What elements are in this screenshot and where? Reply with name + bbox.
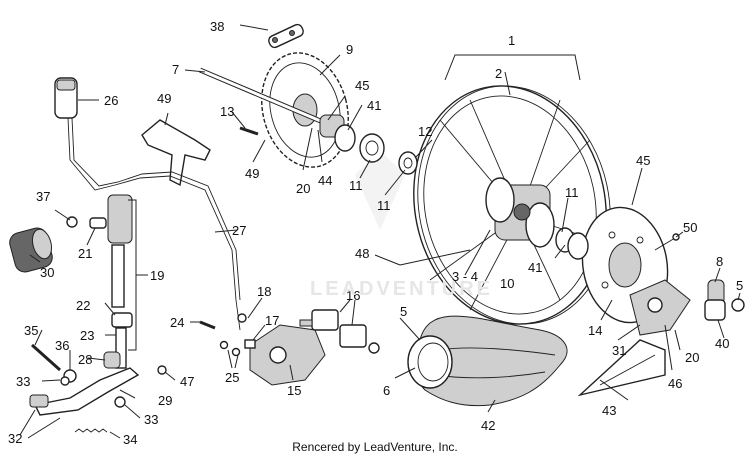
callout-28: 28 xyxy=(78,352,92,367)
callout-20-bracket: 20 xyxy=(685,350,699,365)
render-credit: Rencered by LeadVenture, Inc. xyxy=(292,440,458,454)
bearing-11-hub xyxy=(567,232,589,260)
washer-33-right xyxy=(114,396,126,408)
callout-35: 35 xyxy=(24,323,38,338)
callout-34: 34 xyxy=(123,432,137,447)
callout-18: 18 xyxy=(257,284,271,299)
callout-42: 42 xyxy=(481,418,495,433)
callout-5-nut: 5 xyxy=(736,278,743,293)
brake-pads-16 xyxy=(299,309,367,348)
callout-48: 48 xyxy=(355,246,369,261)
callout-38: 38 xyxy=(210,19,224,34)
callout-40: 40 xyxy=(715,336,729,351)
callout-11-c: 11 xyxy=(565,185,579,200)
callout-46: 46 xyxy=(668,376,682,391)
callout-9: 9 xyxy=(346,42,353,57)
callout-44: 44 xyxy=(318,173,332,188)
callout-26: 26 xyxy=(104,93,118,108)
callout-10: 10 xyxy=(500,276,514,291)
bolt-21 xyxy=(89,217,107,229)
leader-lines xyxy=(19,24,741,439)
callout-45-sprocket: 45 xyxy=(355,78,369,93)
callout-2: 2 xyxy=(495,66,502,81)
callout-12: 12 xyxy=(418,124,432,139)
callout-17: 17 xyxy=(265,313,279,328)
callout-22: 22 xyxy=(76,298,90,313)
callout-20-sprocket: 20 xyxy=(296,181,310,196)
callout-47: 47 xyxy=(180,374,194,389)
clevis-22 xyxy=(111,312,133,328)
callout-49-guard: 49 xyxy=(157,91,171,106)
callout-11-b: 11 xyxy=(377,198,391,213)
callout-21: 21 xyxy=(78,246,92,261)
callout-45-disc: 45 xyxy=(636,153,650,168)
washer-33-left xyxy=(60,376,70,386)
pedal-boot xyxy=(9,227,53,273)
watermark-logo xyxy=(355,150,405,230)
callout-41-hub: 41 xyxy=(528,260,542,275)
callout-13: 13 xyxy=(220,104,234,119)
callout-15: 15 xyxy=(287,383,301,398)
callout-29: 29 xyxy=(158,393,172,408)
banjo-bolt-24 xyxy=(199,320,216,330)
callout-25: 25 xyxy=(225,370,239,385)
callout-33-left: 33 xyxy=(16,374,30,389)
callout-7: 7 xyxy=(172,62,179,77)
pivot-28 xyxy=(103,351,121,369)
bolt-13 xyxy=(239,126,259,136)
callout-27: 27 xyxy=(232,223,246,238)
callout-19: 19 xyxy=(150,268,164,283)
brake-reservoir xyxy=(54,77,78,119)
axle-nut-40 xyxy=(704,299,726,321)
rear-axle xyxy=(199,67,331,128)
spoke-nipple-48 xyxy=(399,249,471,266)
axle-nut-5 xyxy=(731,298,745,312)
callout-8: 8 xyxy=(716,254,723,269)
callout-23: 23 xyxy=(80,328,94,343)
brake-pedal xyxy=(29,367,140,416)
callout-1: 1 xyxy=(508,33,515,48)
callout-11-a: 11 xyxy=(349,178,363,193)
callout-30: 30 xyxy=(40,265,54,280)
spacer-12 xyxy=(398,151,418,175)
tube-rim-strip xyxy=(407,335,453,389)
chain-master-link xyxy=(268,23,304,49)
brake-hose xyxy=(67,117,241,331)
callout-50: 50 xyxy=(683,220,697,235)
bearing-41-upper xyxy=(334,124,356,152)
callout-33-right: 33 xyxy=(144,412,158,427)
caliper-bracket xyxy=(629,279,691,336)
callout-5-tire: 5 xyxy=(400,304,407,319)
callout-37: 37 xyxy=(36,189,50,204)
callout-16: 16 xyxy=(346,288,360,303)
watermark-text: LEADVENTURE xyxy=(310,278,494,300)
cap-18 xyxy=(237,313,247,323)
rear-sprocket xyxy=(261,52,349,168)
callout-3-4: 3 - 4 xyxy=(452,269,478,284)
callout-14: 14 xyxy=(588,323,602,338)
master-cylinder xyxy=(107,194,133,308)
callout-36: 36 xyxy=(55,338,69,353)
chain-guard xyxy=(141,119,211,187)
clip-47 xyxy=(157,365,167,375)
callout-49-sprocket: 49 xyxy=(245,166,259,181)
callout-43: 43 xyxy=(602,403,616,418)
callout-6: 6 xyxy=(383,383,390,398)
bearing-11-upper xyxy=(359,133,385,163)
pad-pin xyxy=(368,342,380,354)
callout-labels: 1 2 5 5 6 7 8 9 10 11 11 11 12 13 14 15 … xyxy=(8,19,743,447)
callout-41-upper: 41 xyxy=(367,98,381,113)
rear-caliper xyxy=(249,324,326,386)
wheel-hub xyxy=(485,177,555,248)
bleeder-17 xyxy=(244,339,256,349)
washers-25 xyxy=(219,340,241,357)
callout-32: 32 xyxy=(8,431,22,446)
pedal-bolt-35 xyxy=(31,343,61,372)
callout-31: 31 xyxy=(612,343,626,358)
spring-34 xyxy=(74,428,108,433)
callout-24: 24 xyxy=(170,315,184,330)
push-rod-23 xyxy=(115,327,127,369)
